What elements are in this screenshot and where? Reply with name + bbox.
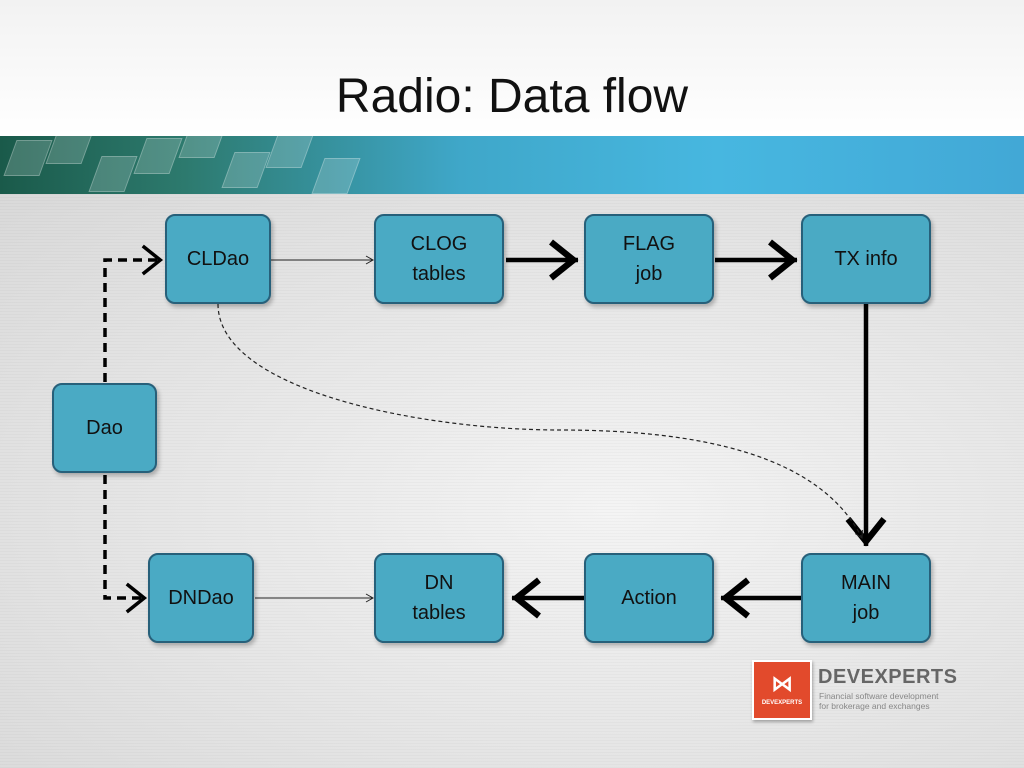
node-action: Action bbox=[584, 553, 714, 643]
devexperts-logo: ⋈ DEVEXPERTS DEVEXPERTS Financial softwa… bbox=[752, 660, 972, 720]
logo-mark-box: ⋈ DEVEXPERTS bbox=[752, 660, 812, 720]
logo-glyph-icon: ⋈ bbox=[771, 671, 793, 696]
node-flag-job: FLAG job bbox=[584, 214, 714, 304]
logo-small-label: DEVEXPERTS bbox=[761, 700, 803, 706]
title-area: Radio: Data flow bbox=[0, 0, 1024, 136]
logo-tagline: Financial software development for broke… bbox=[819, 691, 939, 711]
slide-title: Radio: Data flow bbox=[335, 70, 689, 123]
node-clog-tables: CLOG tables bbox=[374, 214, 504, 304]
node-dndao: DNDao bbox=[148, 553, 254, 643]
decorative-banner bbox=[0, 136, 1024, 194]
edge-dao-dndao bbox=[103, 475, 148, 614]
node-cldao: CLDao bbox=[165, 214, 271, 304]
node-main-job: MAIN job bbox=[801, 553, 931, 643]
node-tx-info: TX info bbox=[801, 214, 931, 304]
node-dn-tables: DN tables bbox=[374, 553, 504, 643]
edge-cldao-main-dashed bbox=[217, 303, 863, 539]
logo-name: DEVEXPERTS bbox=[818, 666, 958, 688]
edge-dao-cldao bbox=[103, 244, 164, 382]
node-dao: Dao bbox=[52, 383, 157, 473]
